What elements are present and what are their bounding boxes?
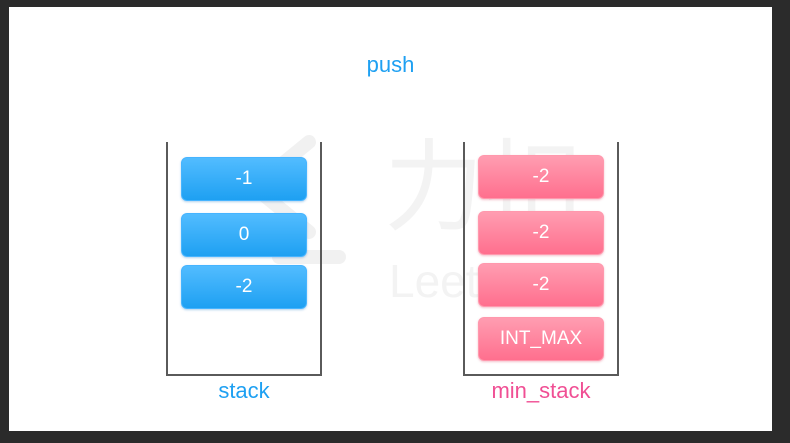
min-stack-container: -2 -2 -2 INT_MAX <box>463 142 619 376</box>
min-stack-item: -2 <box>478 211 604 255</box>
stack-container: -1 0 -2 <box>166 142 322 376</box>
diagram-canvas: 力扣 LeetCode push -1 0 -2 -2 -2 -2 INT_MA… <box>9 7 772 431</box>
stack-item: -2 <box>181 265 307 309</box>
stack-item: 0 <box>181 213 307 257</box>
min-stack-label: min_stack <box>491 378 591 403</box>
operation-title: push <box>366 52 415 77</box>
min-stack-item: INT_MAX <box>478 317 604 361</box>
stack-item: -1 <box>181 157 307 201</box>
min-stack-item: -2 <box>478 155 604 199</box>
stack-label: stack <box>218 378 270 403</box>
min-stack-item: -2 <box>478 263 604 307</box>
